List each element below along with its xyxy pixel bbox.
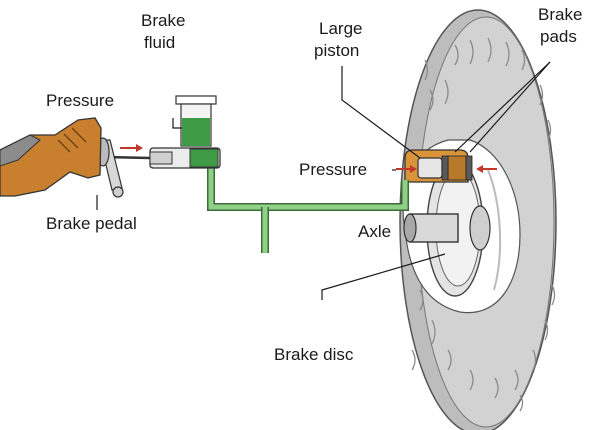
large-piston xyxy=(417,157,443,179)
label-brake-disc: Brake disc xyxy=(274,345,354,364)
label-brake-fluid-line1: Brake xyxy=(141,11,185,30)
label-axle: Axle xyxy=(358,222,391,241)
pressure-arrow-pedal xyxy=(120,144,143,152)
hydraulic-line xyxy=(207,168,409,253)
axle xyxy=(403,205,491,251)
brake-pads xyxy=(441,155,473,181)
label-pressure-piston: Pressure xyxy=(299,160,367,179)
label-large-piston-line1: Large xyxy=(319,19,362,38)
label-brake-fluid-line2: fluid xyxy=(144,33,175,52)
master-cylinder xyxy=(149,147,221,169)
label-brake-pedal: Brake pedal xyxy=(46,214,137,233)
brake-fluid-reservoir xyxy=(175,95,217,147)
pressure-arrow-piston xyxy=(396,165,417,173)
label-large-piston-line2: piston xyxy=(314,41,359,60)
pressure-arrow-pads xyxy=(476,165,497,173)
label-brake-pads-line1: Brake xyxy=(538,5,582,24)
label-brake-pads-line2: pads xyxy=(540,27,577,46)
shoe xyxy=(0,117,102,197)
label-pressure-pedal: Pressure xyxy=(46,91,114,110)
leader-lines xyxy=(96,61,551,300)
